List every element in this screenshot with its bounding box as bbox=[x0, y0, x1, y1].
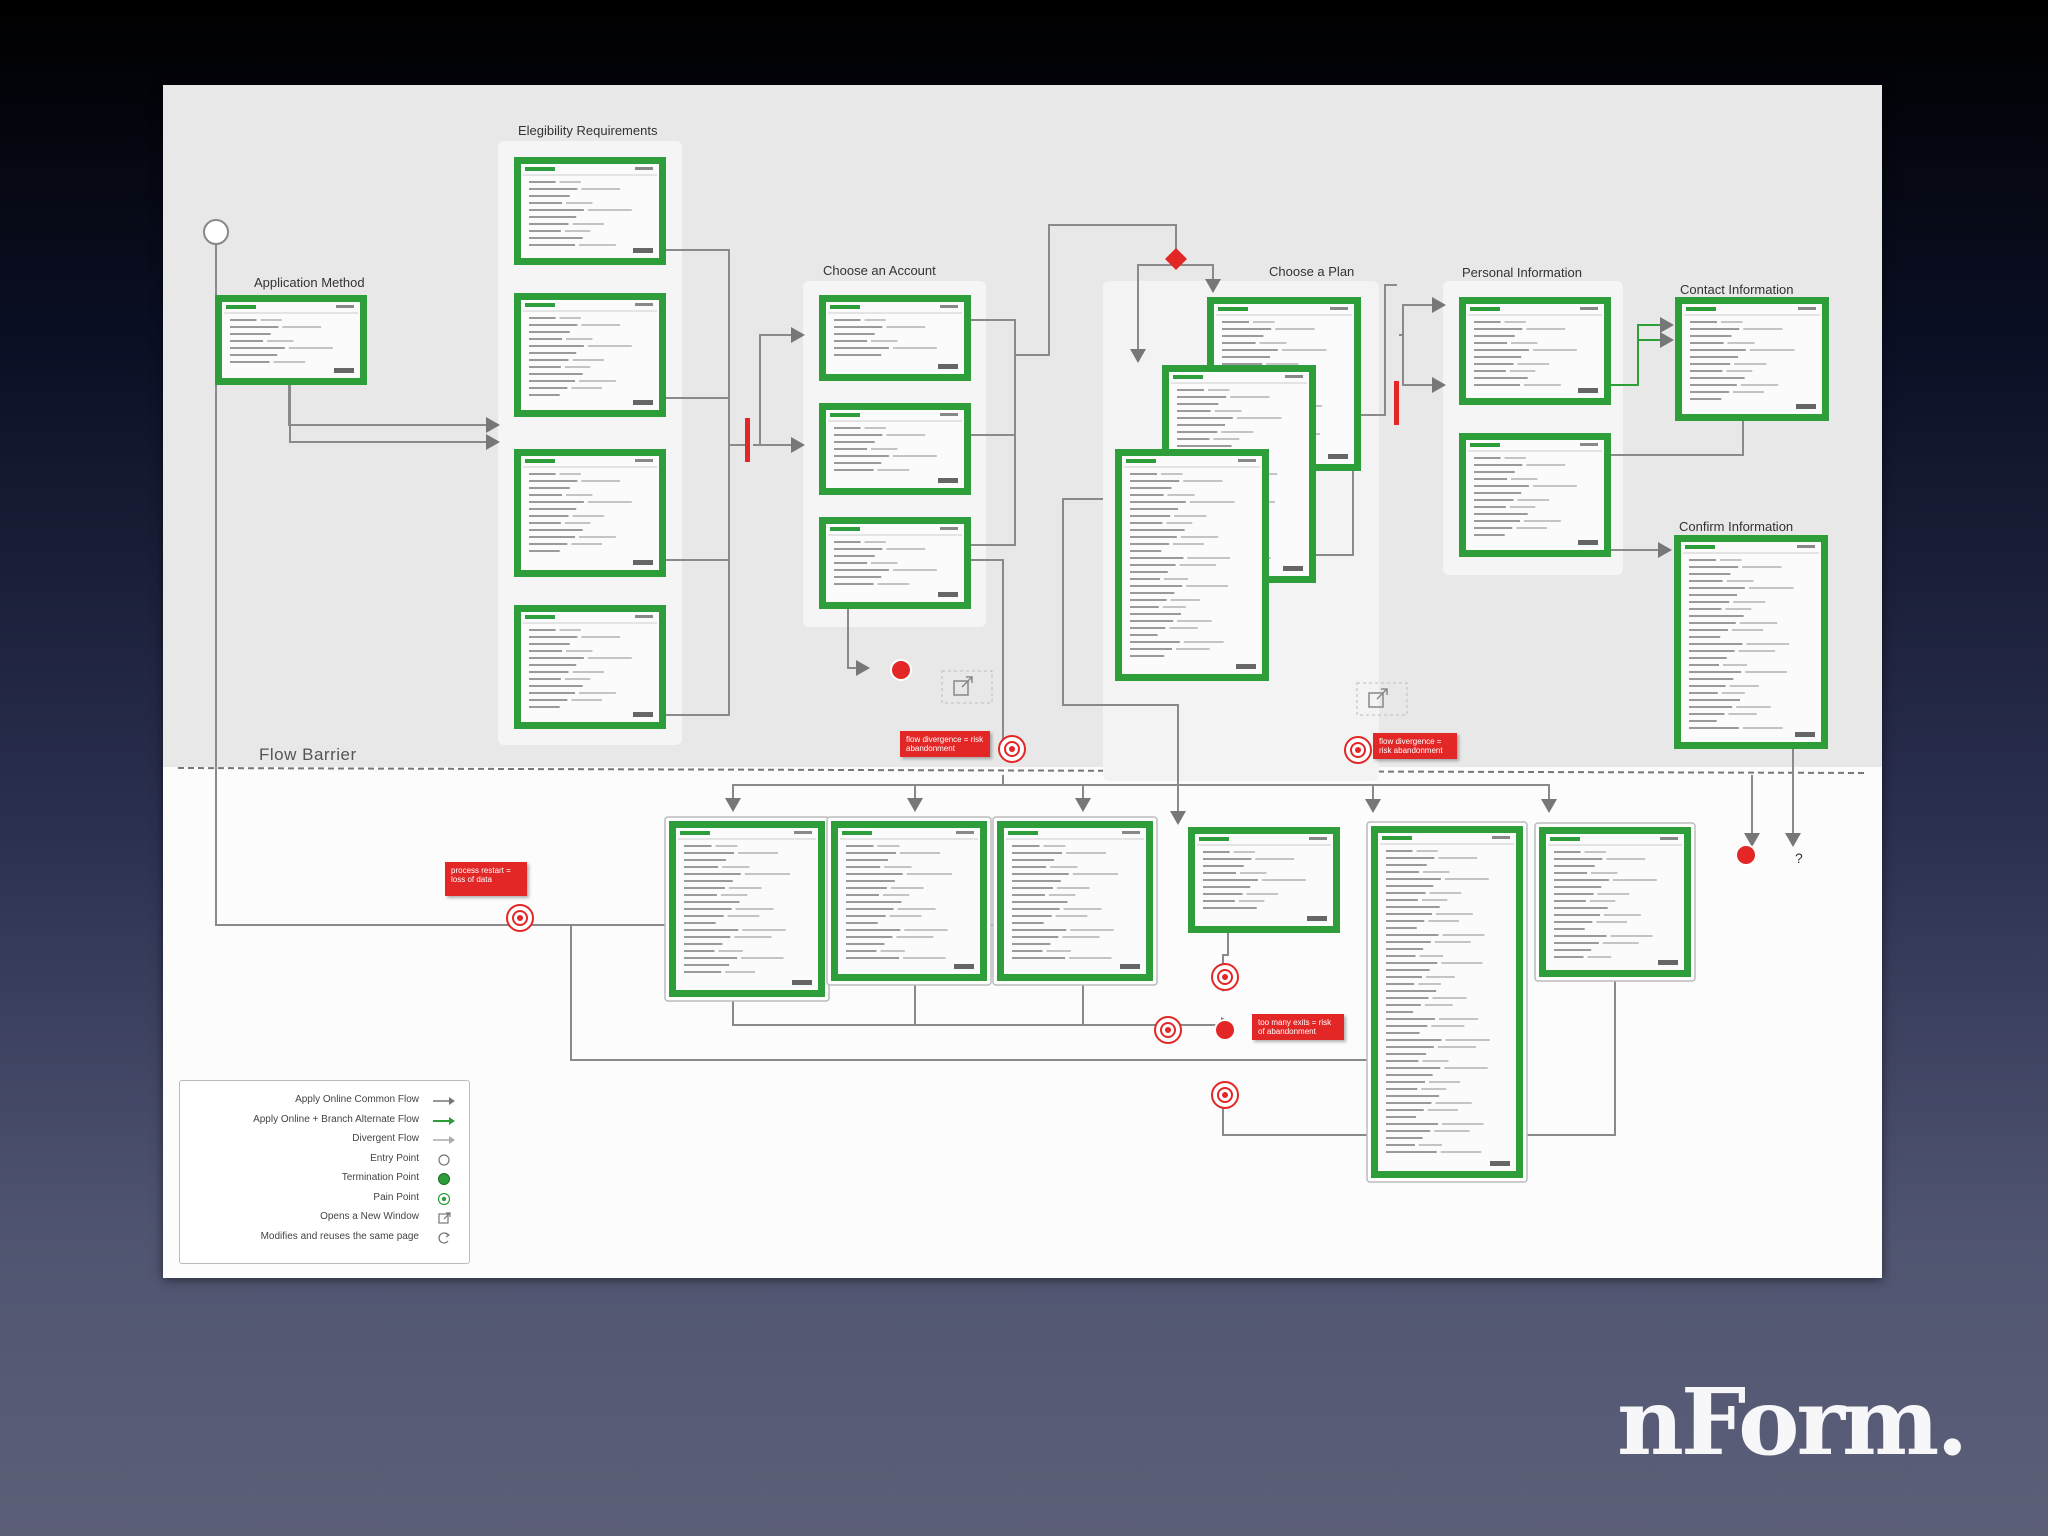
screen-lower-1 bbox=[665, 817, 829, 1001]
termination-point-lower bbox=[1215, 1020, 1235, 1040]
legend-label-termination-point: Termination Point bbox=[342, 1172, 419, 1183]
light-gray-arrow-icon bbox=[433, 1134, 455, 1146]
hollow-circle-icon bbox=[433, 1154, 455, 1166]
section-title-eligibility: Elegibility Requirements bbox=[518, 123, 657, 138]
screen-personal-1 bbox=[1459, 297, 1611, 405]
section-title-personal-info: Personal Information bbox=[1462, 265, 1582, 280]
green-dot-icon bbox=[433, 1173, 455, 1185]
pain-note-too-many-exits: too many exits = risk of abandonment bbox=[1252, 1014, 1344, 1040]
section-title-confirm-info: Confirm Information bbox=[1679, 519, 1793, 534]
legend: Apply Online Common Flow Apply Online + … bbox=[179, 1080, 470, 1264]
nform-logo: nForm. bbox=[1617, 1376, 1965, 1468]
section-title-application-method: Application Method bbox=[254, 275, 365, 290]
legend-label-pain-point: Pain Point bbox=[373, 1192, 419, 1203]
screen-eligibility-2 bbox=[514, 293, 666, 417]
screen-application-method bbox=[215, 295, 367, 385]
pain-point-marker-1 bbox=[999, 736, 1025, 762]
screen-account-2 bbox=[819, 403, 971, 495]
screen-personal-2 bbox=[1459, 433, 1611, 557]
pain-note-restart: process restart = loss of data bbox=[445, 862, 527, 896]
section-title-choose-account: Choose an Account bbox=[823, 263, 936, 278]
pain-point-marker-2 bbox=[1345, 737, 1371, 763]
flow-diagram-photo: Application Method Elegibility Requireme… bbox=[163, 85, 1882, 1278]
flow-barrier-label: Flow Barrier bbox=[259, 745, 357, 765]
target-icon bbox=[433, 1193, 455, 1205]
pain-point-marker-3 bbox=[507, 905, 533, 931]
refresh-icon bbox=[433, 1232, 455, 1244]
barrier-bar-left bbox=[745, 418, 750, 462]
termination-point-account bbox=[891, 660, 911, 680]
screen-contact bbox=[1675, 297, 1829, 421]
pain-point-marker-5 bbox=[1212, 1082, 1238, 1108]
legend-label-branch-flow: Apply Online + Branch Alternate Flow bbox=[253, 1114, 419, 1125]
screen-lower-5 bbox=[1367, 822, 1527, 1182]
barrier-bar-right bbox=[1394, 381, 1399, 425]
screen-lower-3 bbox=[993, 817, 1157, 985]
screen-account-3 bbox=[819, 517, 971, 609]
screen-confirm bbox=[1674, 535, 1828, 749]
pain-point-marker-4 bbox=[1212, 964, 1238, 990]
screen-eligibility-1 bbox=[514, 157, 666, 265]
entry-point-marker bbox=[204, 220, 228, 244]
screen-plan-front bbox=[1115, 449, 1269, 681]
pain-note-divergence-left: flow divergence = risk abandonment bbox=[900, 731, 990, 757]
screen-lower-4 bbox=[1188, 827, 1340, 933]
screen-lower-2 bbox=[827, 817, 991, 985]
new-window-icon bbox=[433, 1212, 455, 1224]
screen-lower-6 bbox=[1535, 823, 1695, 981]
pain-note-divergence-right: flow divergence = risk abandonment bbox=[1373, 733, 1457, 759]
gray-arrow-icon bbox=[433, 1095, 455, 1107]
section-title-choose-plan: Choose a Plan bbox=[1269, 264, 1354, 279]
legend-label-common-flow: Apply Online Common Flow bbox=[295, 1094, 419, 1105]
green-arrow-icon bbox=[433, 1115, 455, 1127]
unknown-endpoint-label: ? bbox=[1795, 850, 1803, 866]
legend-label-divergent-flow: Divergent Flow bbox=[352, 1133, 419, 1144]
screen-account-1 bbox=[819, 295, 971, 381]
legend-label-entry-point: Entry Point bbox=[370, 1153, 419, 1164]
section-title-contact-info: Contact Information bbox=[1680, 282, 1793, 297]
legend-label-reuse-page: Modifies and reuses the same page bbox=[261, 1231, 419, 1242]
pain-point-marker-6 bbox=[1155, 1017, 1181, 1043]
screen-eligibility-4 bbox=[514, 605, 666, 729]
termination-point-confirm bbox=[1736, 845, 1756, 865]
screen-eligibility-3 bbox=[514, 449, 666, 577]
legend-label-new-window: Opens a New Window bbox=[320, 1211, 419, 1222]
